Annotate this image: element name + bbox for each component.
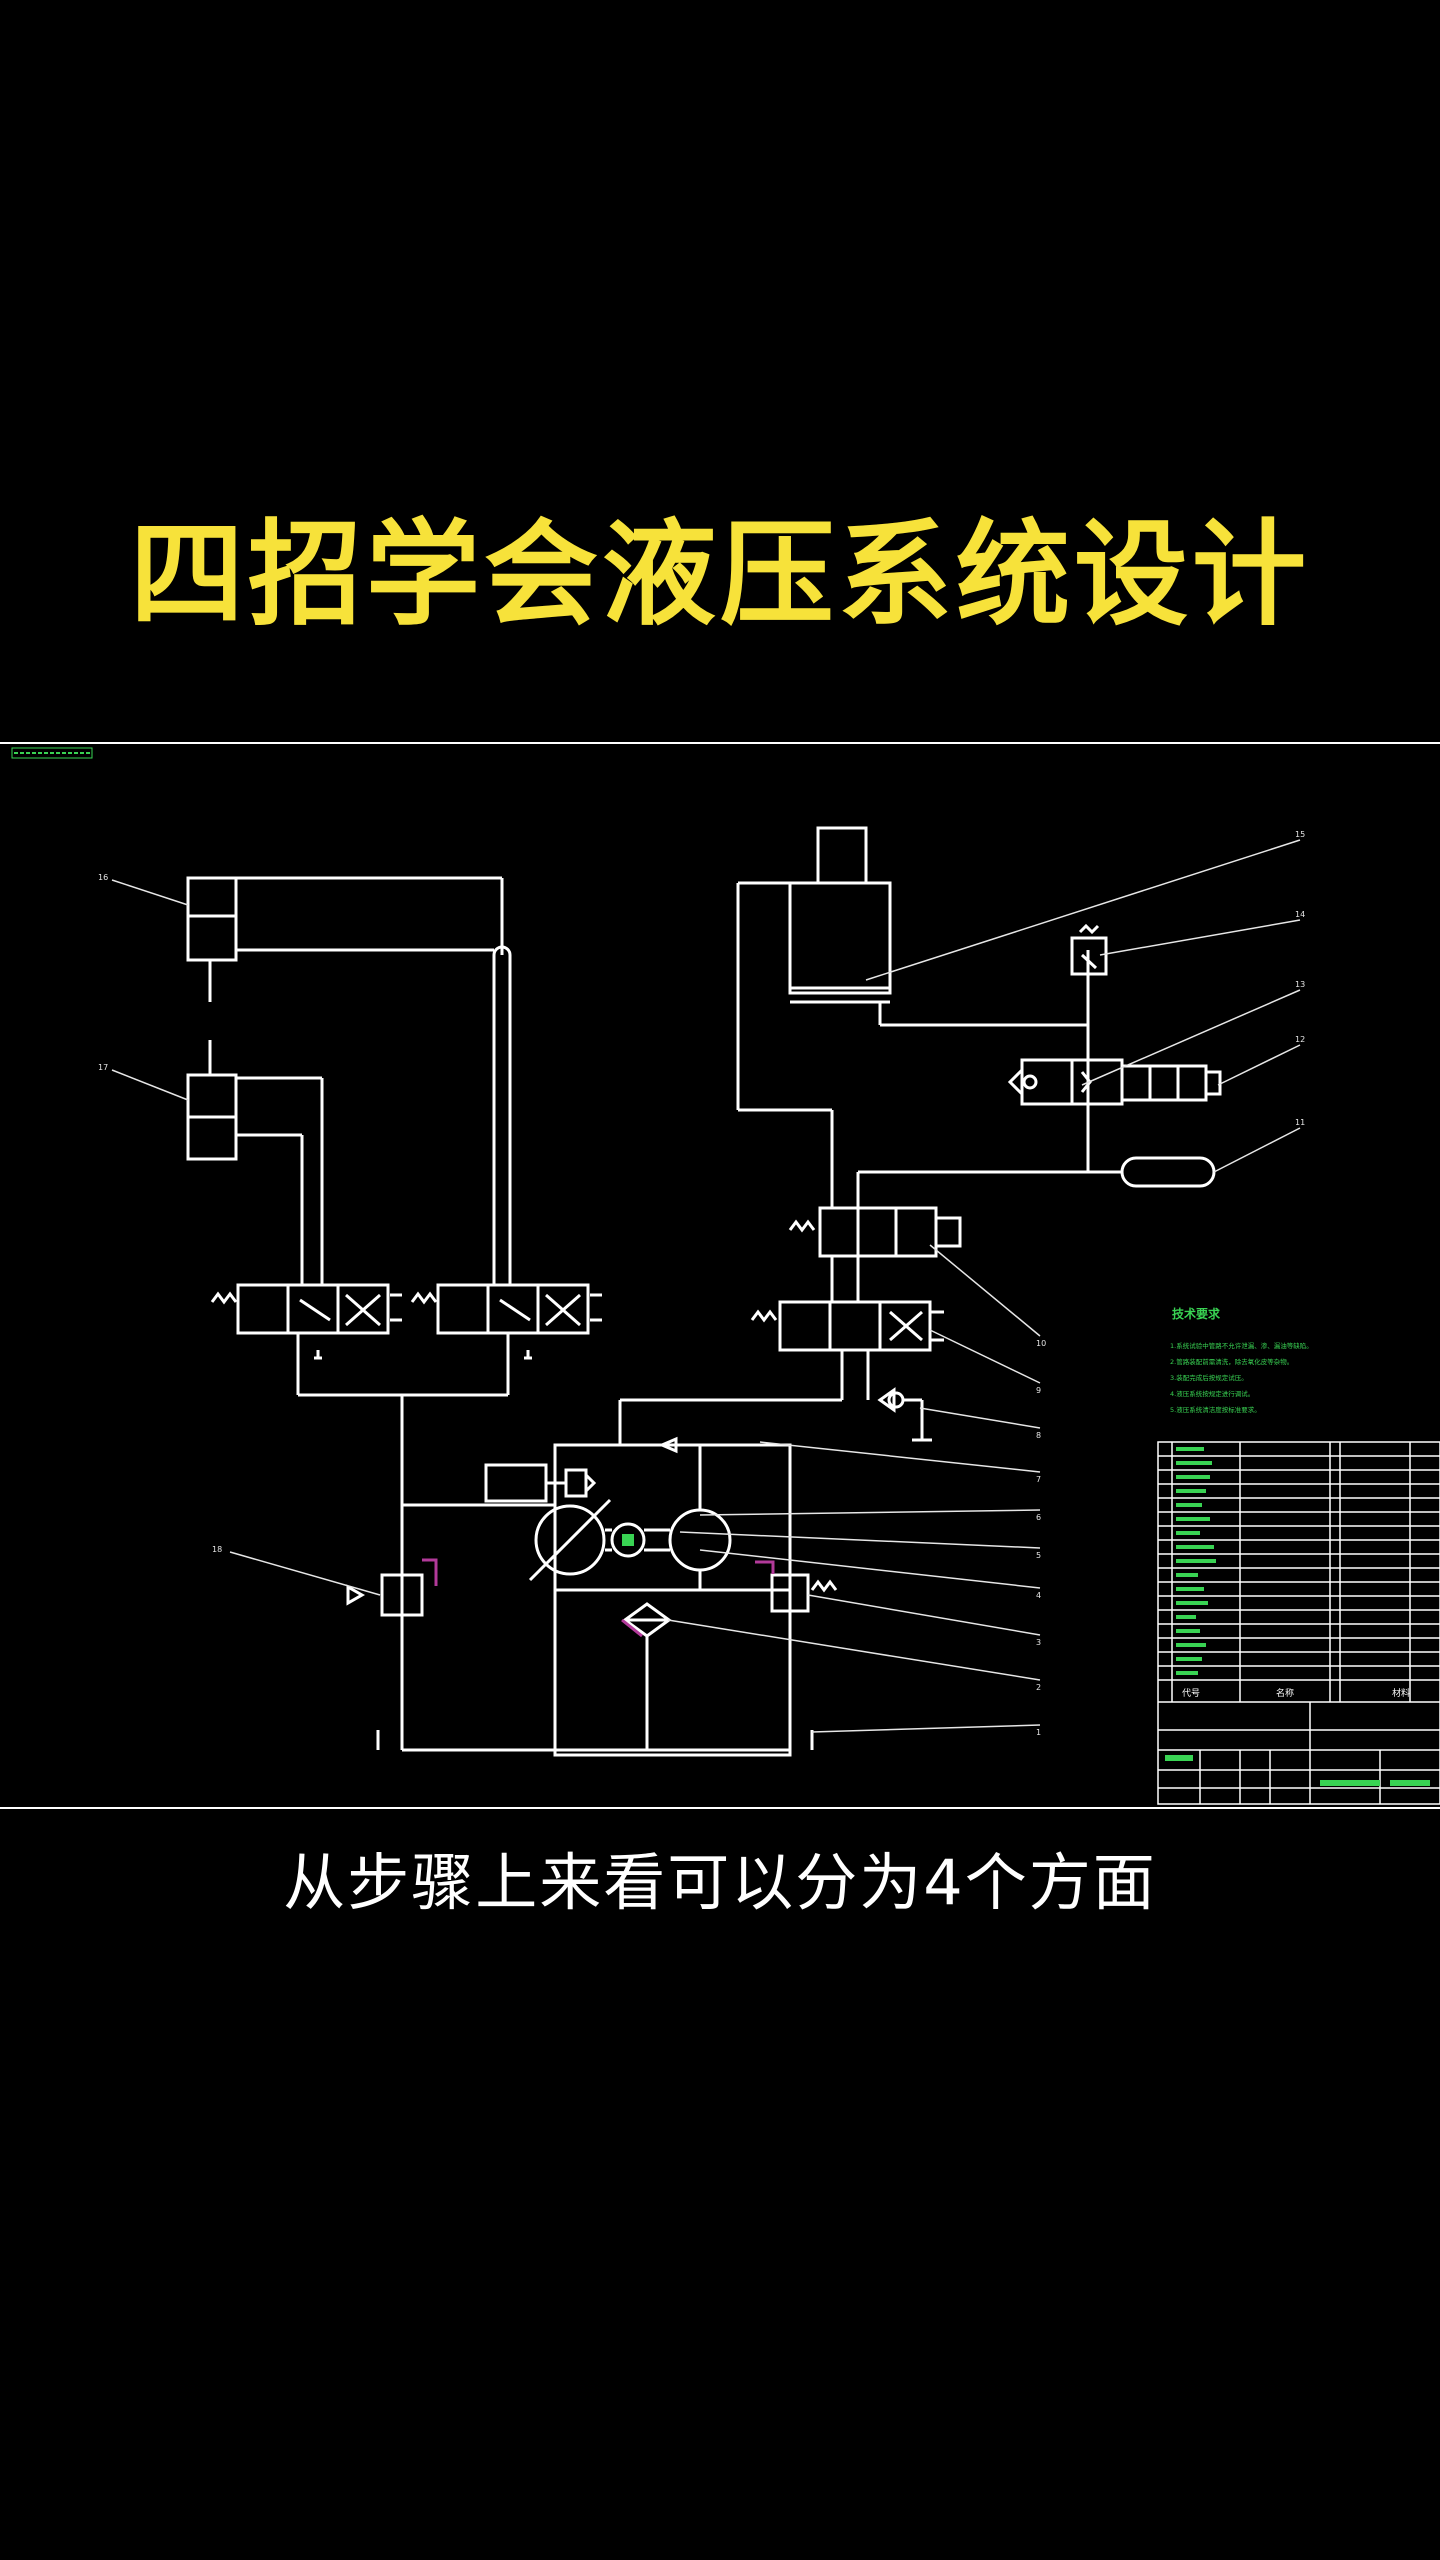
callout-labels: 16 17 18 15 14 13 12 11 10 9 8 7 6 5 4 3… [98,830,1305,1737]
callout-label: 14 [1295,910,1305,919]
cylinder-15-rod-end [816,826,868,885]
circuit-lines [186,826,1222,1757]
callout-label: 9 [1036,1386,1041,1395]
leader-lines [111,839,1301,1733]
callout-label: 13 [1295,980,1305,989]
cylinder-17-top [186,1073,238,1119]
cylinder-17-body [186,1115,238,1161]
col-code-header: 代号 [1182,1688,1200,1699]
callout-label: 18 [212,1545,222,1554]
drawing-tag [11,747,93,759]
directional-valve-left [236,1283,390,1335]
callout-label: 7 [1036,1475,1041,1484]
tech-requirements-heading: 技术要求 [1172,1306,1221,1321]
pump-unit-frame [553,1443,792,1757]
video-title: 四招学会液压系统设计 [129,508,1310,641]
parts-list-headers: 代号 名称 材料 [1182,1687,1410,1699]
green-accents [622,1534,634,1546]
directional-valve-middle [436,1283,590,1335]
parts-list-table [1157,1441,1440,1805]
hydraulic-schematic-drawing: 16 17 18 15 14 13 12 11 10 9 8 7 6 5 4 3… [0,740,1440,1810]
pump-2 [668,1508,732,1572]
callout-label: 8 [1036,1431,1041,1440]
tech-requirement-item: 3.装配完成后按规定试压。 [1170,1373,1248,1382]
tech-requirement-item: 2.管路装配前需清洗，除去氧化皮等杂物。 [1170,1357,1293,1366]
cylinder-16-body [186,914,238,962]
callout-label: 16 [98,873,108,882]
cylinder-15-body [788,881,892,995]
callout-label: 3 [1036,1638,1041,1647]
tech-requirement-item: 1.系统试验中管路不允许泄漏、渗、漏油等缺陷。 [1170,1341,1313,1350]
variable-pump [534,1504,606,1576]
tech-requirements: 技术要求 1.系统试验中管路不允许泄漏、渗、漏油等缺陷。 2.管路装配前需清洗，… [1170,1306,1313,1414]
col-material-header: 材料 [1392,1687,1410,1699]
coupling [610,1522,646,1558]
tech-requirement-item: 5.液压系统清洁度按标准要求。 [1170,1405,1261,1414]
callout-label: 15 [1295,830,1305,839]
schematic-svg: 16 17 18 15 14 13 12 11 10 9 8 7 6 5 4 3… [0,742,1440,1809]
video-subtitle: 从步骤上来看可以分为4个方面 [283,1846,1157,1919]
callout-label: 5 [1036,1551,1041,1560]
callout-label: 2 [1036,1683,1041,1692]
col-name-header: 名称 [1276,1687,1294,1699]
callout-label: 12 [1295,1035,1305,1044]
solenoid-12 [1120,1064,1208,1102]
callout-label: 10 [1036,1339,1046,1348]
pressure-switch-14 [1070,936,1108,976]
callout-label: 17 [98,1063,108,1072]
directional-valve-right [778,1300,932,1352]
callout-label: 11 [1295,1118,1305,1127]
parts-list-entries [1165,1447,1430,1786]
accumulator-11 [1120,1156,1216,1188]
valve-10 [818,1206,938,1258]
callout-label: 1 [1036,1728,1041,1737]
motor-valve-18a [484,1463,548,1503]
callout-label: 6 [1036,1513,1041,1522]
tech-requirement-item: 4.液压系统按规定进行调试。 [1170,1389,1254,1398]
highlight-marks [422,1558,775,1638]
callout-label: 4 [1036,1591,1041,1600]
cylinder-16-top [186,876,238,918]
